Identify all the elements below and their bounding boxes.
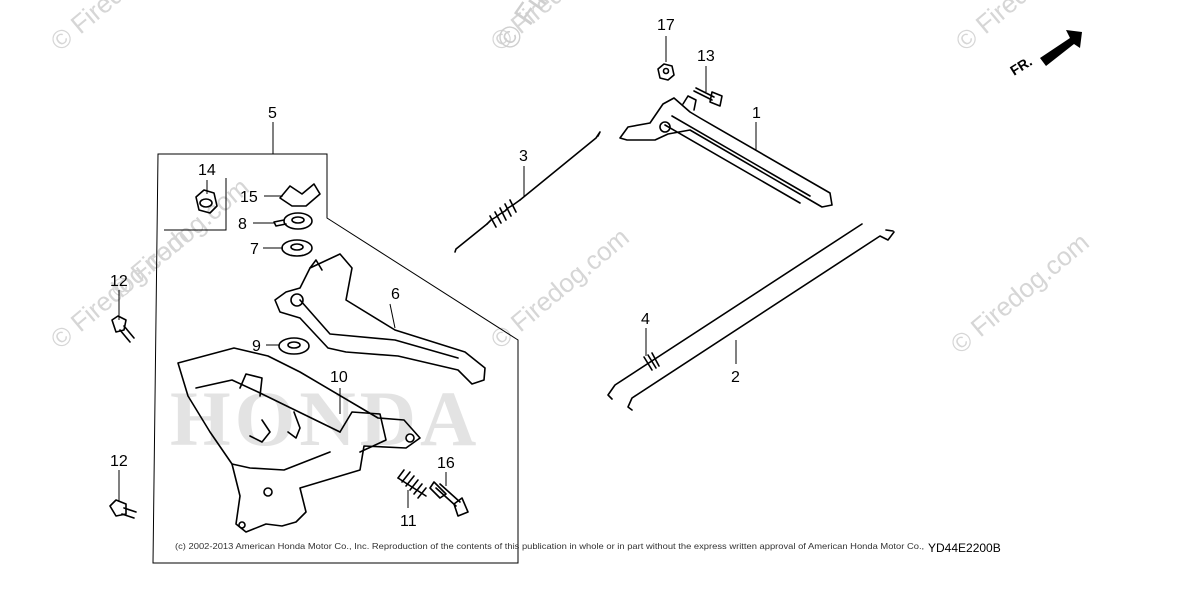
nut-17[interactable] — [657, 63, 675, 81]
callout-6: 6 — [391, 286, 400, 303]
firedog-watermark: © Firedog.com — [485, 222, 635, 355]
callout-13: 13 — [697, 48, 715, 65]
spring-4[interactable] — [643, 352, 660, 371]
callout-11: 11 — [400, 513, 417, 530]
copyright-notice: (c) 2002-2013 American Honda Motor Co., … — [175, 541, 995, 551]
callout-7: 7 — [250, 241, 259, 258]
honda-watermark: HONDA — [170, 375, 480, 462]
control-lever[interactable] — [619, 95, 833, 208]
bolt-12-upper[interactable] — [111, 315, 135, 343]
base-plate-10[interactable] — [177, 347, 421, 533]
callout-16: 16 — [437, 455, 455, 472]
callout-1: 1 — [752, 105, 761, 122]
watermark-layer: HONDA © Firedog.com © Firedog.com © Fire… — [45, 0, 1100, 462]
callout-14: 14 — [198, 162, 216, 179]
spring-rod-3[interactable] — [454, 131, 601, 253]
washer-9[interactable] — [278, 337, 310, 355]
firedog-watermark: © Firedog.com — [945, 227, 1095, 360]
callout-10: 10 — [330, 369, 348, 386]
nut-14-frame — [164, 178, 227, 231]
front-label: FR. — [1007, 53, 1035, 79]
lever-arm-6[interactable] — [274, 253, 486, 385]
callout-4: 4 — [641, 311, 650, 328]
control-rod-2[interactable] — [607, 223, 895, 411]
callout-9: 9 — [252, 338, 261, 355]
bolt-12-lower[interactable] — [109, 499, 137, 519]
diagram-code-backdrop — [926, 540, 1012, 554]
callout-12-upper: 12 — [110, 273, 128, 290]
callout-8: 8 — [238, 216, 247, 233]
front-direction-indicator: FR. — [1007, 30, 1082, 79]
washer-8[interactable] — [273, 212, 313, 230]
callout-numbers: 1 2 3 4 5 6 7 8 9 10 11 12 12 13 14 15 1… — [110, 17, 761, 530]
assembly-frame — [152, 153, 519, 564]
firedog-watermark: © Firedog.com — [950, 0, 1100, 57]
firedog-watermark: © Firedog.com — [45, 0, 195, 57]
washer-7[interactable] — [281, 239, 313, 257]
callout-12-lower: 12 — [110, 453, 128, 470]
screw-16[interactable] — [429, 481, 469, 517]
spring-11[interactable] — [397, 469, 427, 499]
callout-15: 15 — [240, 189, 258, 206]
callout-3: 3 — [519, 148, 528, 165]
front-arrow-icon — [1040, 30, 1082, 66]
diagram-code: YD44E2200B — [928, 541, 1001, 555]
bolt-13[interactable] — [693, 87, 723, 107]
wing-nut-15[interactable] — [279, 183, 321, 207]
callout-17: 17 — [657, 17, 675, 34]
leader-lines — [118, 36, 757, 508]
nut-14[interactable] — [195, 189, 218, 214]
callout-2: 2 — [731, 369, 740, 386]
callout-5: 5 — [268, 105, 277, 122]
